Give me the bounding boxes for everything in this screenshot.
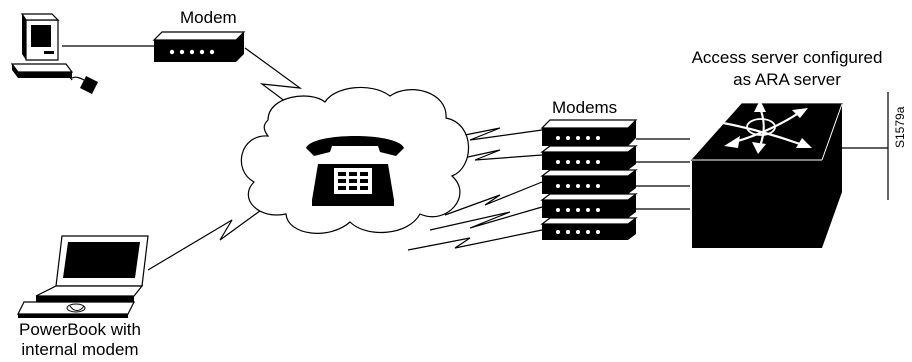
stack-modem-4 — [540, 193, 638, 218]
modems-to-server-lines — [636, 138, 690, 210]
stack-modem-2 — [540, 145, 638, 170]
desktop-computer-icon — [10, 13, 98, 94]
stack-modem-1 — [540, 119, 638, 146]
telephone-network-cloud-icon — [240, 86, 470, 234]
figure-id-label: S1579a — [893, 106, 907, 148]
cloud-to-modems-zigzags — [407, 127, 543, 251]
stack-modem-3 — [540, 169, 638, 194]
modem-stack-icon — [540, 119, 638, 240]
modems-label: Modems — [552, 98, 618, 117]
access-server-label-line1: Access server configured — [691, 48, 883, 67]
modem-icon — [152, 31, 246, 62]
access-server-icon — [690, 100, 843, 248]
powerbook-label-line1: PowerBook with — [19, 320, 141, 339]
laptop-to-cloud-zigzag — [147, 199, 276, 271]
stack-modem-5 — [540, 217, 638, 240]
access-server-label-line2: as ARA server — [733, 70, 841, 89]
modem-label: Modem — [180, 8, 237, 27]
powerbook-laptop-icon — [17, 235, 149, 318]
powerbook-label-line2: internal modem — [21, 340, 139, 359]
telephone-icon — [306, 136, 404, 206]
